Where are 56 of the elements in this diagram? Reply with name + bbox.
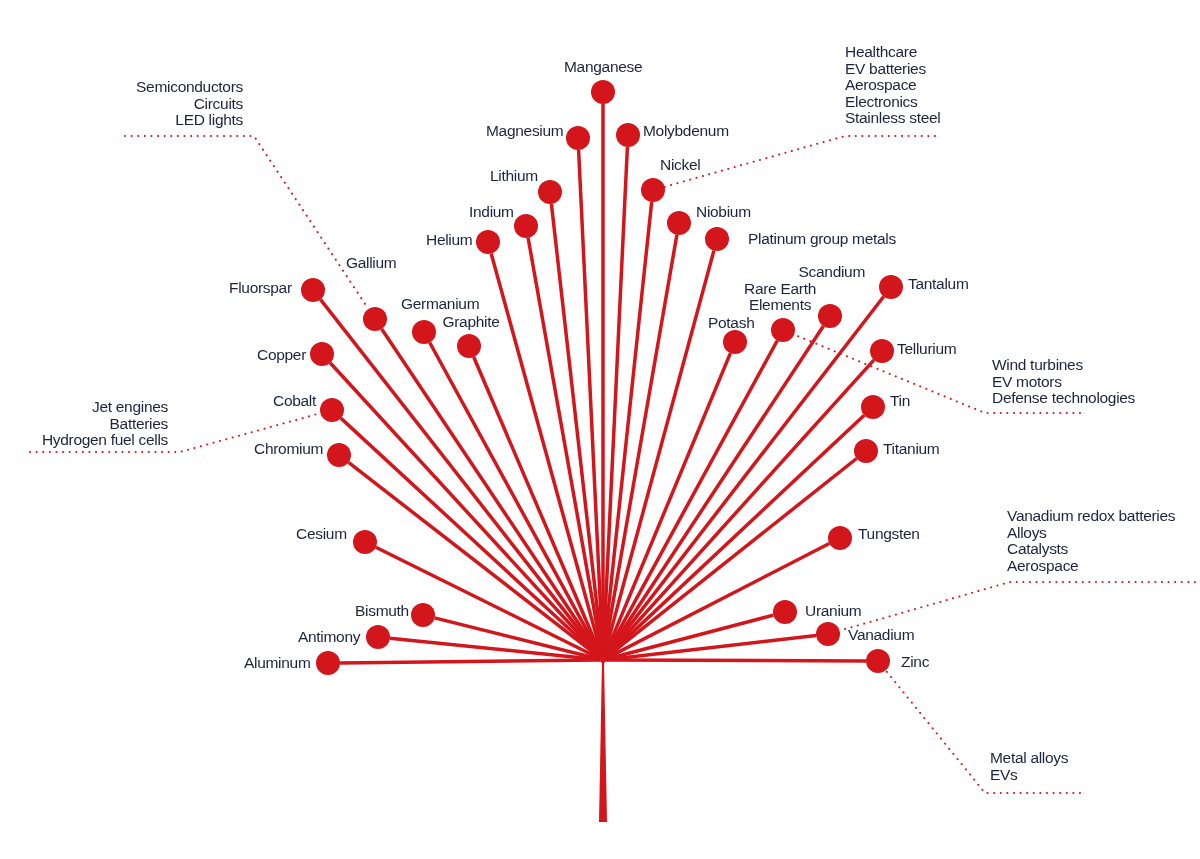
mineral-label: Magnesium <box>486 122 564 139</box>
mineral-label: Lithium <box>490 167 538 184</box>
mineral-label: Titanium <box>883 440 940 457</box>
application-label: Jet engines <box>91 399 168 416</box>
mineral-label: Molybdenum <box>643 122 729 139</box>
mineral-label: Aluminum <box>244 654 311 671</box>
application-label: Electronics <box>845 93 919 110</box>
mineral-label: Potash <box>708 314 755 331</box>
mineral-label: Graphite <box>442 313 500 330</box>
application-label: EVs <box>990 766 1019 783</box>
mineral-label: Nickel <box>660 156 701 173</box>
mineral-label: Scandium <box>798 263 866 280</box>
application-label: Aerospace <box>1007 557 1080 574</box>
spoke-line <box>340 658 600 665</box>
mineral-label: Tellurium <box>897 340 957 357</box>
mineral-label: Indium <box>469 203 514 220</box>
application-label: Circuits <box>192 95 243 112</box>
mineral-label: Tin <box>890 392 911 409</box>
hub-point <box>600 657 606 663</box>
application-label: Wind turbines <box>992 357 1084 374</box>
application-label: LED lights <box>174 112 243 129</box>
application-label: Alloys <box>1007 524 1048 541</box>
mineral-label: Cobalt <box>273 392 316 409</box>
mineral-label: Rare Earth Elements <box>743 280 817 314</box>
mineral-label: Germanium <box>401 295 480 312</box>
mineral-label: Vanadium <box>848 626 915 643</box>
mineral-label: Fluorspar <box>229 279 292 296</box>
mineral-label: Copper <box>257 346 307 363</box>
application-label: Vanadium redox batteries <box>1007 508 1176 525</box>
application-label: Defense technologies <box>992 390 1136 407</box>
mineral-label: Helium <box>426 231 473 248</box>
application-label: Aerospace <box>845 77 918 94</box>
mineral-label: Cesium <box>296 525 347 542</box>
mineral-label: Gallium <box>346 254 397 271</box>
spoke-line <box>606 658 866 663</box>
mineral-label: Manganese <box>564 58 643 75</box>
application-label: EV motors <box>992 373 1063 390</box>
leader-line <box>663 135 936 188</box>
application-label: Hydrogen fuel cells <box>41 432 168 449</box>
mineral-label: Niobium <box>696 203 751 220</box>
mineral-label: Tungsten <box>858 525 920 542</box>
mineral-label: Zinc <box>901 653 930 670</box>
mineral-label: Tantalum <box>908 275 969 292</box>
application-label: Batteries <box>108 415 168 432</box>
application-label: Semiconductors <box>136 79 243 96</box>
application-label: EV batteries <box>845 60 927 77</box>
mineral-label: Bismuth <box>355 602 409 619</box>
mineral-label: Platinum group metals <box>748 230 896 247</box>
leader-line <box>884 669 1081 794</box>
mineral-label: Chromium <box>254 440 324 457</box>
application-label: Catalysts <box>1007 541 1070 558</box>
application-label: Healthcare <box>845 44 918 61</box>
mineral-label: Antimony <box>298 628 361 645</box>
application-label: Metal alloys <box>990 750 1069 767</box>
application-label: Stainless steel <box>845 110 941 127</box>
mineral-label: Uranium <box>805 602 862 619</box>
